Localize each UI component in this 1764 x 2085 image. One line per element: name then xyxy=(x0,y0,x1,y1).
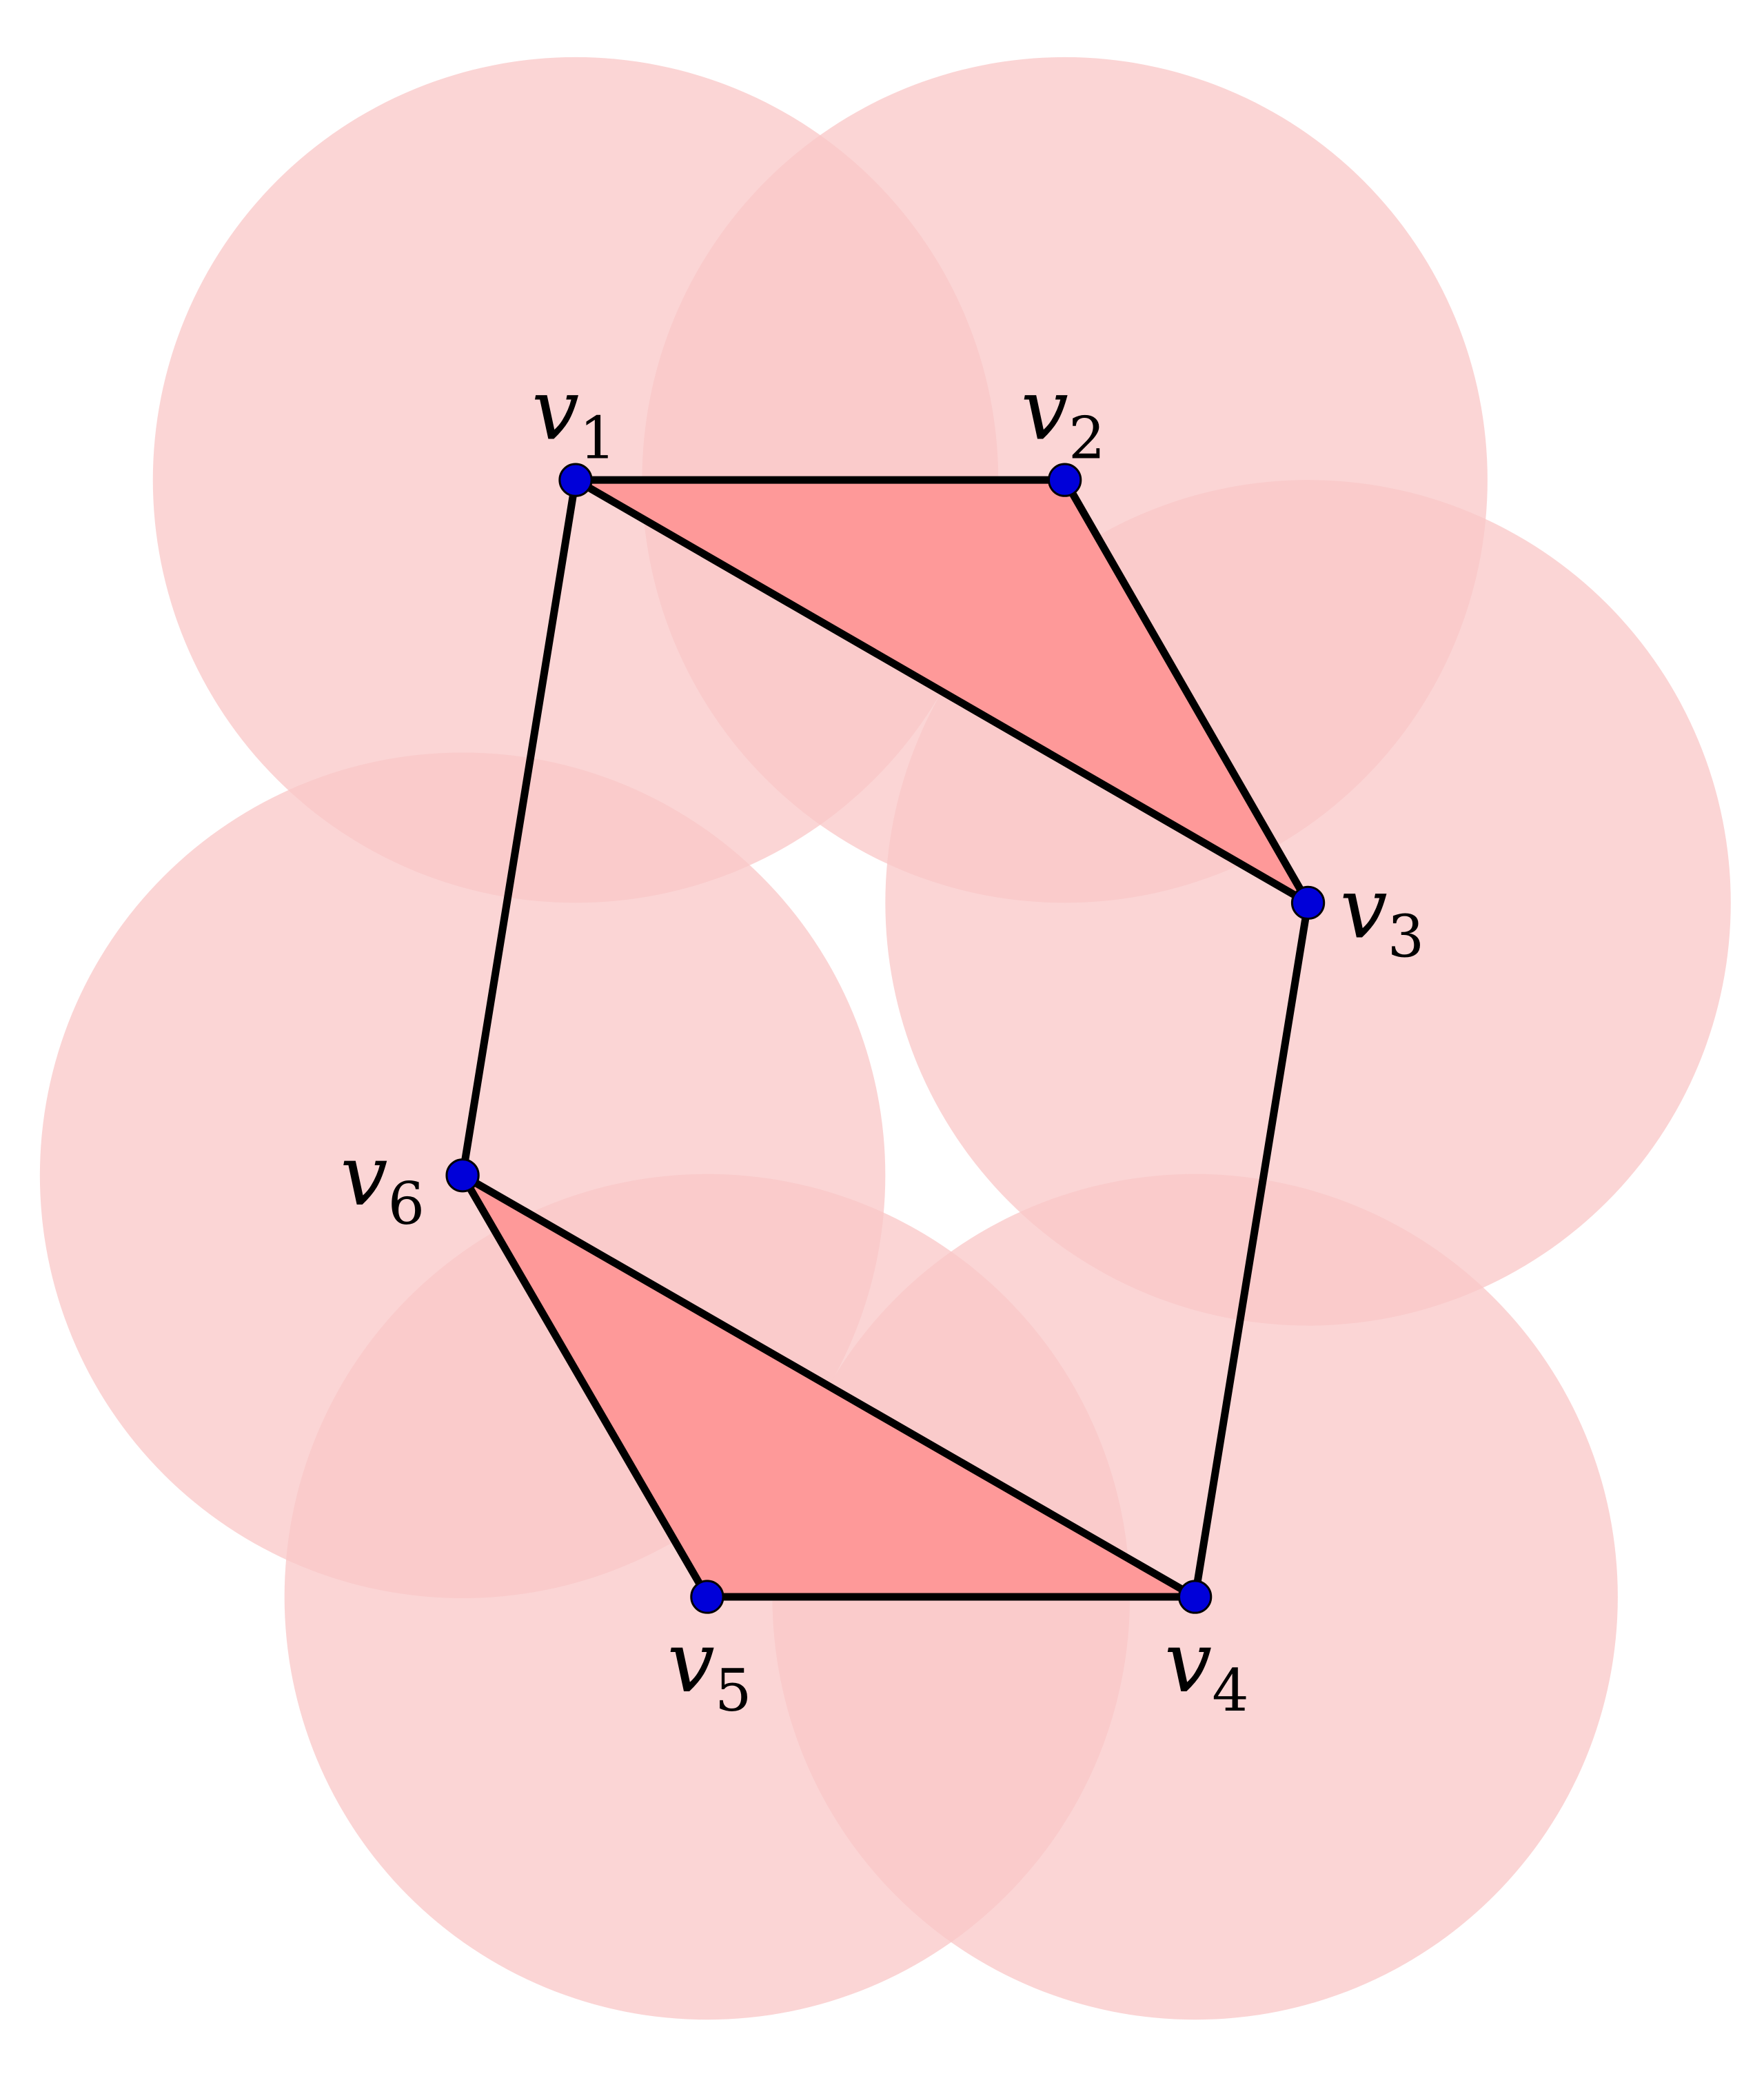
vertex-v5 xyxy=(690,1580,724,1614)
vertex-v4 xyxy=(1177,1580,1213,1614)
label-v6: v6 xyxy=(341,1127,425,1238)
edge-v2-v3 xyxy=(1061,476,1312,907)
label-v2: v2 xyxy=(1021,361,1105,472)
label-subscript: 5 xyxy=(715,1657,751,1724)
label-subscript: 4 xyxy=(1212,1657,1248,1724)
label-symbol: v xyxy=(1164,1613,1212,1711)
label-subscript: 3 xyxy=(1388,903,1424,971)
label-subscript: 2 xyxy=(1068,404,1105,472)
label-v4: v4 xyxy=(1164,1613,1248,1724)
edge-v3-v4 xyxy=(1191,898,1312,1601)
edge-v4-v6 xyxy=(458,1171,1199,1601)
label-symbol: v xyxy=(531,361,579,459)
vertex-v3 xyxy=(1290,885,1326,920)
vertex-disks xyxy=(39,57,1731,2020)
edge-v5-v6 xyxy=(458,1171,711,1601)
graph-edges xyxy=(458,476,1312,1601)
label-v5: v5 xyxy=(667,1613,751,1724)
label-symbol: v xyxy=(341,1127,388,1225)
label-symbol: v xyxy=(667,1613,715,1711)
label-symbol: v xyxy=(1021,361,1068,459)
label-subscript: 1 xyxy=(579,404,616,472)
vertex-v2 xyxy=(1048,463,1082,497)
label-v3: v3 xyxy=(1340,860,1424,971)
graph-vertices xyxy=(445,463,1326,1614)
edge-v1-v3 xyxy=(571,476,1312,907)
label-v1: v1 xyxy=(531,361,616,472)
edge-v6-v1 xyxy=(458,476,580,1180)
vertex-v6 xyxy=(445,1158,480,1193)
vertex-v1 xyxy=(558,463,593,497)
label-symbol: v xyxy=(1340,860,1388,958)
label-subscript: 6 xyxy=(388,1170,425,1238)
